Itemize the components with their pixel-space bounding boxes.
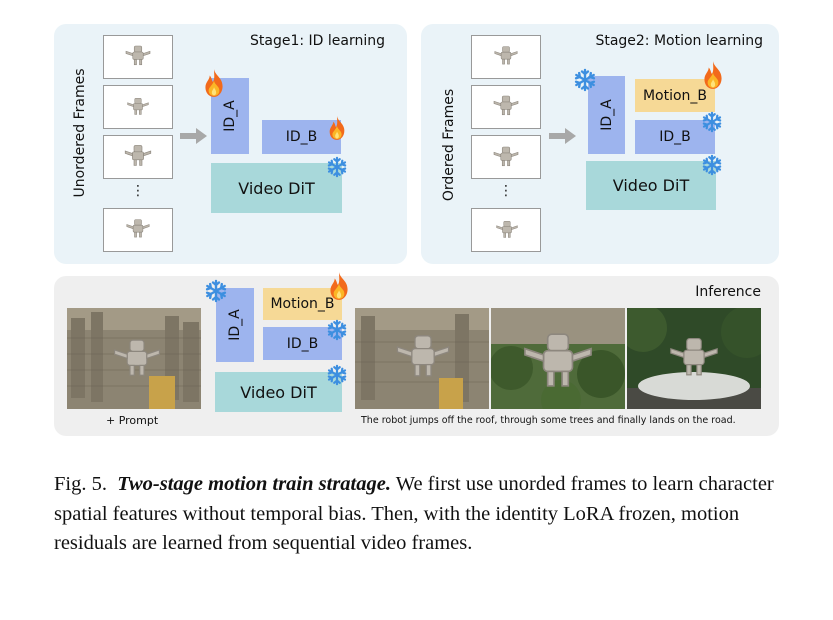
arrow-right-icon bbox=[180, 127, 208, 145]
lora-id-a: ID_A bbox=[216, 288, 254, 362]
stage1-panel: Stage1: ID learning Unordered Frames ⋮ I… bbox=[54, 24, 407, 264]
lora-id-b: ID_B bbox=[262, 120, 341, 154]
snowflake-icon bbox=[701, 111, 723, 133]
inference-panel: Inference + Prompt ID_A Motion_B ID_B Vi… bbox=[54, 276, 779, 436]
ellipsis: ⋮ bbox=[131, 183, 145, 199]
frame-thumbnail bbox=[103, 208, 173, 252]
output-caption: The robot jumps off the roof, through so… bbox=[361, 415, 736, 426]
snowflake-icon bbox=[701, 154, 723, 176]
input-image bbox=[67, 308, 201, 409]
fire-icon bbox=[200, 68, 228, 98]
video-dit-block: Video DiT bbox=[586, 161, 716, 210]
lora-motion-b: Motion_B bbox=[263, 288, 342, 320]
lora-id-a: ID_A bbox=[588, 76, 625, 154]
frame-thumbnail bbox=[471, 35, 541, 79]
frame-thumbnail bbox=[471, 135, 541, 179]
output-frame-3 bbox=[627, 308, 761, 409]
figure-caption: Fig. 5. Two-stage motion train stratage.… bbox=[54, 470, 782, 559]
stage1-title: Stage1: ID learning bbox=[249, 33, 385, 49]
frame-thumbnail bbox=[103, 135, 173, 179]
video-dit-block: Video DiT bbox=[215, 372, 342, 412]
snowflake-icon bbox=[204, 279, 228, 303]
frame-thumbnail bbox=[103, 85, 173, 129]
lora-id-b: ID_B bbox=[635, 120, 715, 154]
frame-thumbnail bbox=[471, 85, 541, 129]
fire-icon bbox=[326, 271, 352, 301]
fire-icon bbox=[700, 60, 726, 90]
output-frame-2 bbox=[491, 308, 625, 409]
frame-thumbnail bbox=[471, 208, 541, 252]
figure-body: We first use unorded frames to learn cha… bbox=[54, 473, 774, 554]
fire-icon bbox=[326, 115, 348, 141]
output-frame-1 bbox=[355, 308, 489, 409]
stage2-side-label: Ordered Frames bbox=[441, 88, 457, 202]
stage1-side-label: Unordered Frames bbox=[72, 68, 88, 198]
snowflake-icon bbox=[326, 319, 348, 341]
snowflake-icon bbox=[326, 156, 348, 178]
stage2-panel: Stage2: Motion learning Ordered Frames ⋮… bbox=[421, 24, 779, 264]
inference-title: Inference bbox=[695, 284, 761, 300]
lora-motion-b: Motion_B bbox=[635, 79, 715, 112]
figure-number: Fig. 5. bbox=[54, 473, 107, 495]
stage2-title: Stage2: Motion learning bbox=[595, 33, 763, 49]
figure-title: Two-stage motion train stratage. bbox=[117, 473, 391, 495]
ellipsis: ⋮ bbox=[499, 183, 513, 199]
video-dit-block: Video DiT bbox=[211, 163, 342, 213]
prompt-label: + Prompt bbox=[106, 414, 159, 427]
frame-thumbnail bbox=[103, 35, 173, 79]
arrow-right-icon bbox=[549, 127, 577, 145]
snowflake-icon bbox=[573, 68, 597, 92]
snowflake-icon bbox=[326, 364, 348, 386]
